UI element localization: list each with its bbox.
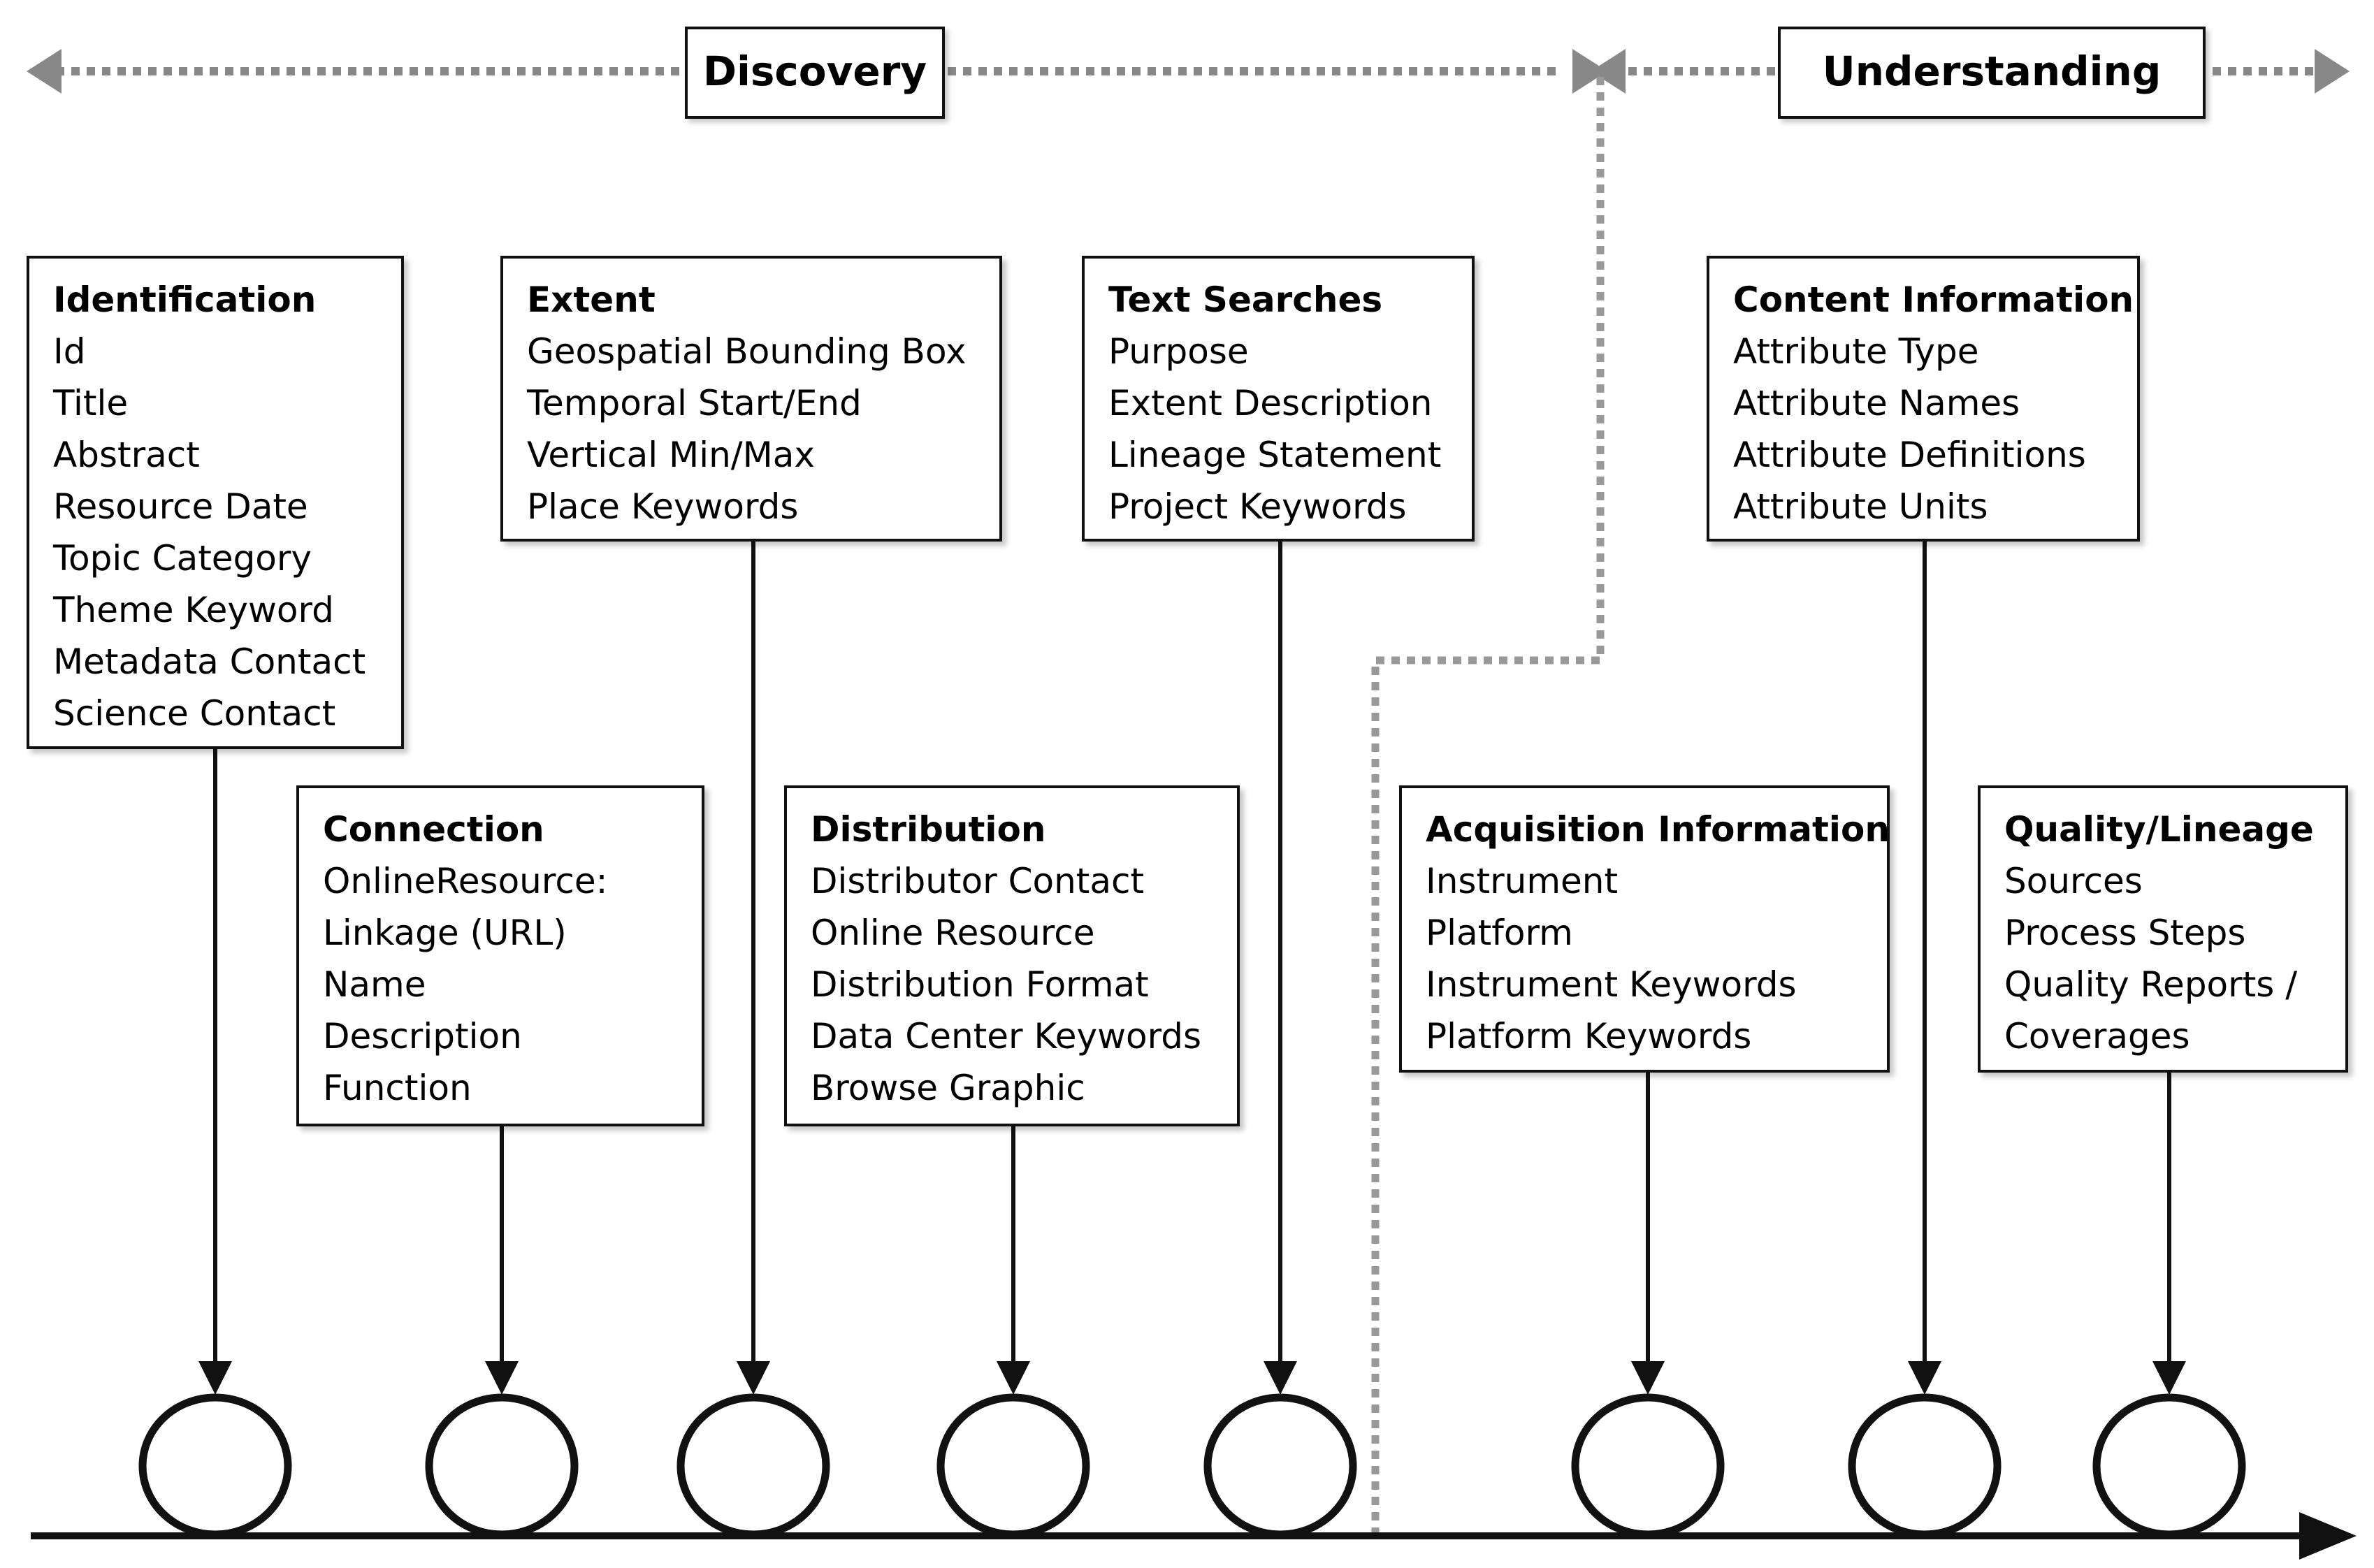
box-item: Lineage Statement: [1108, 435, 1442, 475]
phase-boundary-line: [1371, 77, 1605, 1537]
discovery-right-arrowhead-icon: [1572, 49, 1607, 94]
box-item: Abstract: [53, 435, 200, 475]
arrowhead-connection-icon: [485, 1361, 519, 1395]
timeline-node-connection: [425, 1393, 579, 1539]
box-content-information: Content Information Attribute Type Attri…: [1707, 256, 2140, 542]
timeline-arrowhead-icon: [2299, 1512, 2357, 1560]
timeline-node-quality-lineage: [2092, 1393, 2246, 1539]
box-extent: Extent Geospatial Bounding Box Temporal …: [500, 256, 1002, 542]
box-item: Browse Graphic: [811, 1068, 1085, 1108]
box-item: Title: [53, 383, 129, 423]
timeline-node-content-information: [1848, 1393, 2002, 1539]
discovery-left-arrowhead-icon: [27, 49, 61, 94]
timeline-nodes: [138, 1393, 2246, 1539]
box-item: Vertical Min/Max: [527, 435, 815, 475]
box-item: Coverages: [2004, 1016, 2190, 1057]
box-acquisition-information: Acquisition Information Instrument Platf…: [1399, 785, 1890, 1073]
box-item: Description: [323, 1016, 522, 1057]
box-item: Project Keywords: [1108, 486, 1407, 527]
box-item: Linkage (URL): [323, 913, 567, 953]
arrowhead-content-information-icon: [1908, 1361, 1941, 1395]
box-item: Platform Keywords: [1426, 1016, 1752, 1057]
box-item: Theme Keyword: [53, 590, 334, 630]
connector-arrowheads: [198, 1361, 2186, 1395]
box-item: Quality Reports /: [2004, 964, 2298, 1005]
box-item: Resource Date: [53, 486, 308, 527]
box-item: Attribute Units: [1733, 486, 1988, 527]
box-item: Platform: [1426, 913, 1573, 953]
timeline-node-extent: [676, 1393, 830, 1539]
box-item: Metadata Contact: [53, 641, 366, 682]
connector-arrows: [213, 542, 2171, 1370]
box-item: Extent Description: [1108, 383, 1433, 423]
box-item: Temporal Start/End: [527, 383, 862, 423]
box-item: Id: [53, 331, 86, 372]
box-item: Function: [323, 1068, 472, 1108]
box-item: Instrument Keywords: [1426, 964, 1797, 1005]
box-item: Science Contact: [53, 693, 336, 734]
box-item: Place Keywords: [527, 486, 799, 527]
box-title: Distribution: [811, 809, 1046, 850]
box-title: Quality/Lineage: [2004, 809, 2314, 850]
box-connection: Connection OnlineResource: Linkage (URL)…: [296, 785, 704, 1126]
box-title: Extent: [527, 280, 656, 320]
arrowhead-extent-icon: [737, 1361, 770, 1395]
timeline-node-text-searches: [1203, 1393, 1357, 1539]
box-item: Data Center Keywords: [811, 1016, 1202, 1057]
box-item: Geospatial Bounding Box: [527, 331, 967, 372]
box-item: OnlineResource:: [323, 861, 608, 901]
understanding-left-arrowhead-icon: [1591, 49, 1626, 94]
arrowhead-acquisition-icon: [1631, 1361, 1665, 1395]
arrowhead-distribution-icon: [997, 1361, 1030, 1395]
box-item: Attribute Names: [1733, 383, 2020, 423]
phase-label-understanding: Understanding: [1778, 27, 2206, 119]
timeline-node-acquisition: [1571, 1393, 1725, 1539]
box-item: Sources: [2004, 861, 2143, 901]
box-title: Text Searches: [1108, 280, 1383, 320]
box-title: Acquisition Information: [1426, 809, 1890, 850]
box-item: Process Steps: [2004, 913, 2246, 953]
understanding-right-arrowhead-icon: [2315, 49, 2350, 94]
timeline-node-distribution: [936, 1393, 1090, 1539]
box-item: Topic Category: [53, 538, 312, 579]
box-text-searches: Text Searches Purpose Extent Description…: [1082, 256, 1475, 542]
box-item: Attribute Definitions: [1733, 435, 2086, 475]
box-item: Distribution Format: [811, 964, 1149, 1005]
arrowhead-identification-icon: [198, 1361, 232, 1395]
arrowhead-text-searches-icon: [1264, 1361, 1297, 1395]
box-distribution: Distribution Distributor Contact Online …: [784, 785, 1240, 1126]
box-quality-lineage: Quality/Lineage Sources Process Steps Qu…: [1978, 785, 2348, 1073]
box-title: Connection: [323, 809, 544, 850]
box-title: Identification: [53, 280, 317, 320]
box-identification: Identification Id Title Abstract Resourc…: [27, 256, 404, 749]
phase-label-discovery: Discovery: [685, 27, 945, 119]
box-item: Attribute Type: [1733, 331, 1979, 372]
box-title: Content Information: [1733, 280, 2134, 320]
box-item: Online Resource: [811, 913, 1095, 953]
box-item: Instrument: [1426, 861, 1619, 901]
box-item: Name: [323, 964, 426, 1005]
box-item: Distributor Contact: [811, 861, 1145, 901]
box-item: Purpose: [1108, 331, 1249, 372]
timeline-node-identification: [138, 1393, 292, 1539]
arrowhead-quality-lineage-icon: [2152, 1361, 2186, 1395]
